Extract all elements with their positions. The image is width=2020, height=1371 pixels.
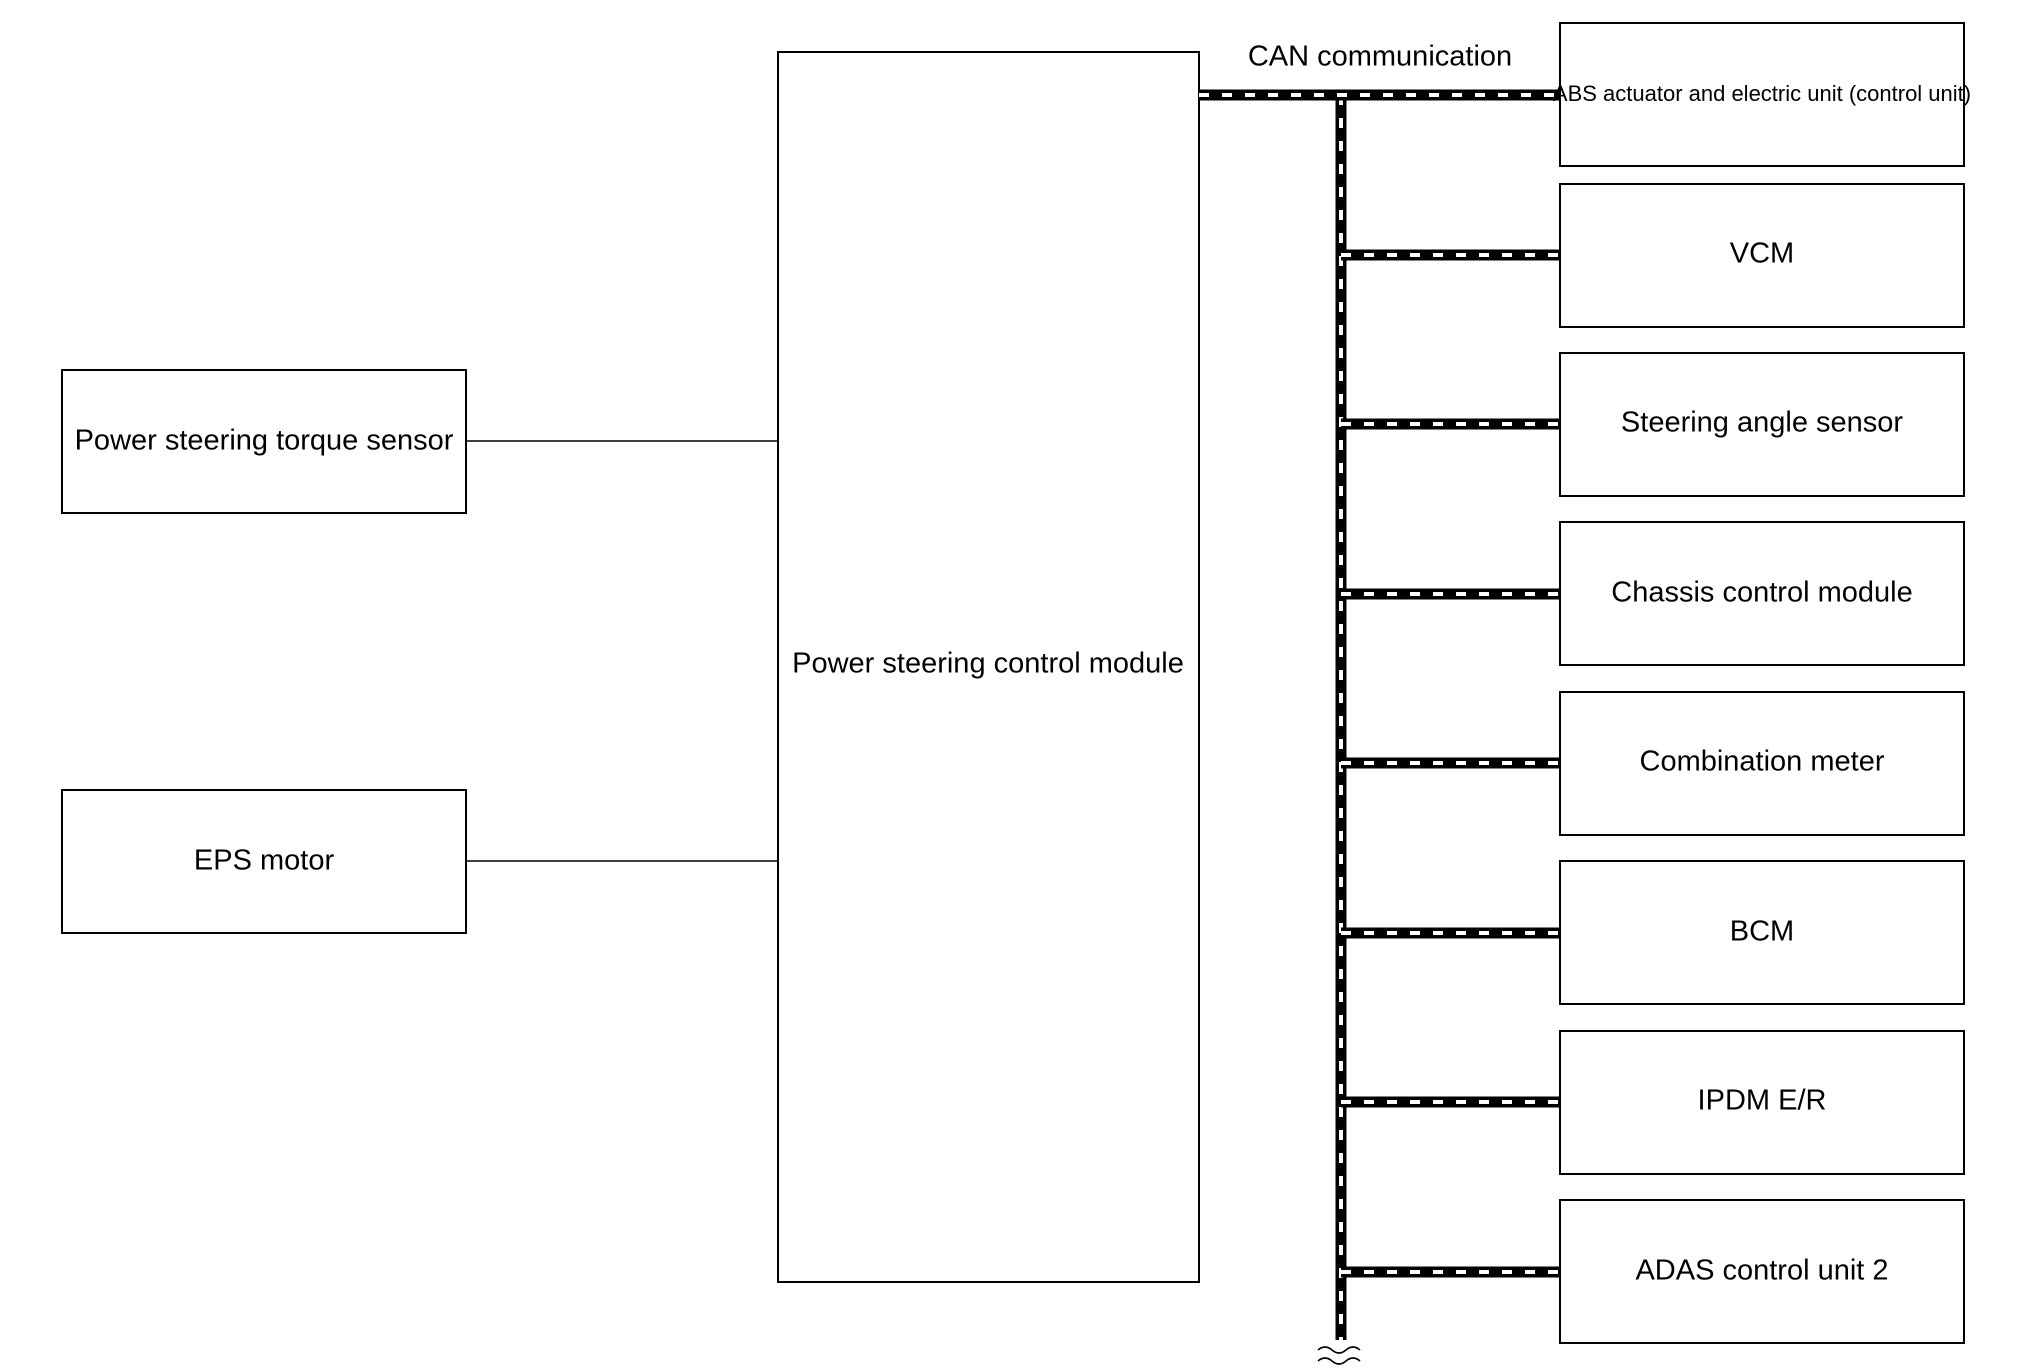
bcm-label: BCM: [1730, 916, 1794, 948]
bcm-box: BCM: [1559, 860, 1965, 1005]
can-communication-label: CAN communication: [1248, 41, 1512, 73]
ipdm-er-label: IPDM E/R: [1698, 1085, 1827, 1117]
ipdm-er-box: IPDM E/R: [1559, 1030, 1965, 1175]
can-bus: [1199, 89, 1560, 1340]
steering-angle-sensor-box: Steering angle sensor: [1559, 352, 1965, 497]
vcm-label: VCM: [1730, 238, 1794, 270]
adas-control-unit-2-box: ADAS control unit 2: [1559, 1199, 1965, 1344]
steering-angle-sensor-label: Steering angle sensor: [1621, 407, 1903, 439]
eps-motor-label: EPS motor: [194, 845, 335, 877]
power-steering-control-module-box: Power steering control module: [777, 51, 1200, 1283]
chassis-control-module-box: Chassis control module: [1559, 521, 1965, 666]
control-module-label: Power steering control module: [792, 648, 1184, 680]
torque-sensor-box: Power steering torque sensor: [61, 369, 467, 514]
eps-motor-box: EPS motor: [61, 789, 467, 934]
adas-control-unit-2-label: ADAS control unit 2: [1635, 1255, 1888, 1287]
combination-meter-box: Combination meter: [1559, 691, 1965, 836]
can-bus-break-mark: [1317, 1346, 1361, 1365]
torque-sensor-label: Power steering torque sensor: [75, 425, 454, 457]
abs-actuator-label: ABS actuator and electric unit (control …: [1553, 81, 1971, 106]
vcm-box: VCM: [1559, 183, 1965, 328]
combination-meter-label: Combination meter: [1640, 746, 1885, 778]
chassis-control-module-label: Chassis control module: [1611, 577, 1912, 609]
abs-actuator-box: ABS actuator and electric unit (control …: [1553, 22, 1971, 167]
